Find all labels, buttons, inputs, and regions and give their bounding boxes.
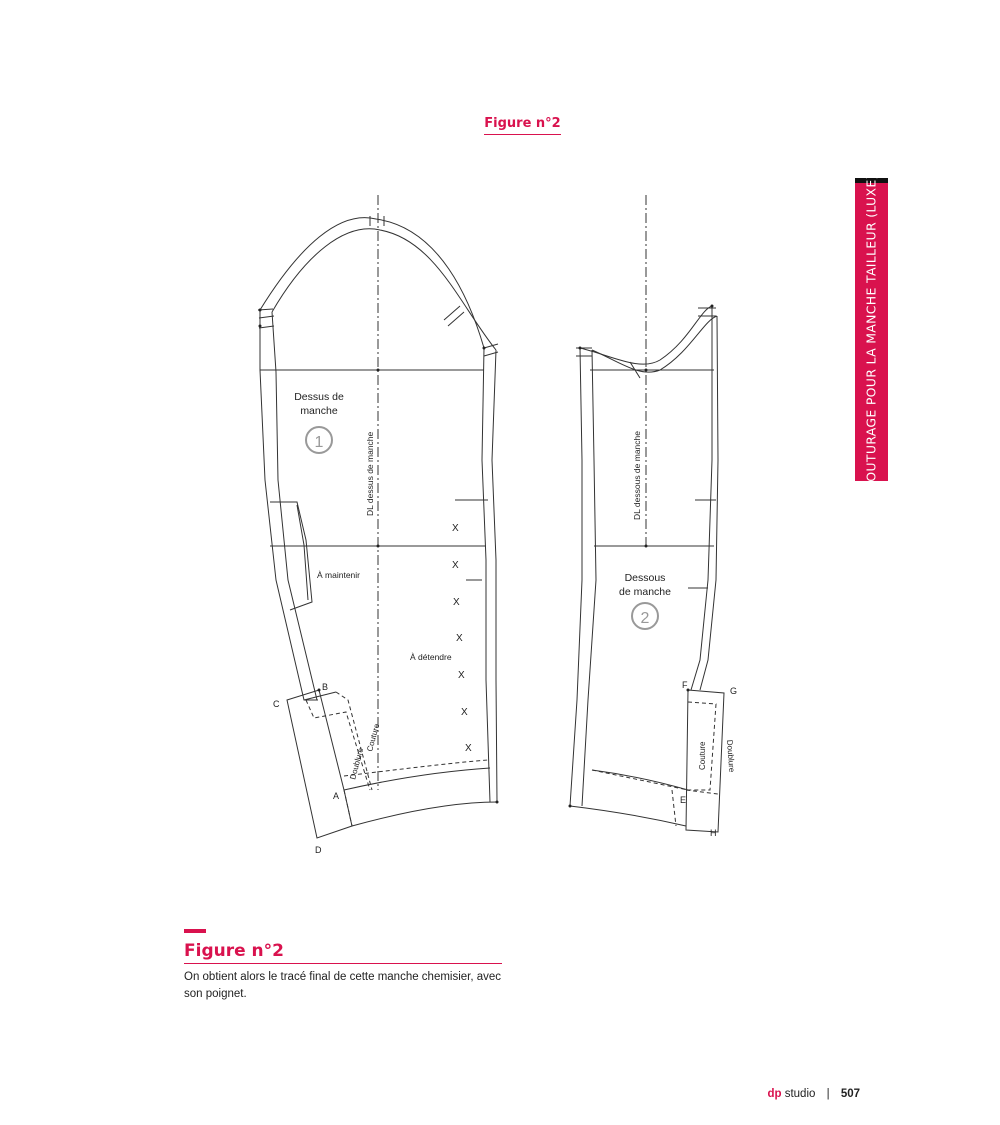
piece1-grain-label: DL dessus de manche	[365, 431, 375, 516]
point-H: H	[710, 828, 717, 838]
caption-accent-bar	[184, 929, 206, 933]
point-F: F	[682, 680, 688, 690]
page-footer: dp studio | 507	[767, 1088, 860, 1100]
figure-header: Figure n°2	[0, 116, 1000, 135]
point-D: D	[315, 845, 322, 855]
piece1-outline	[257, 216, 499, 839]
point-G: G	[730, 686, 737, 696]
piece1-number: 1	[315, 434, 324, 451]
footer-brand: dp	[767, 1088, 782, 1100]
piece1-maintain-label: À maintenir	[317, 570, 360, 580]
piece2-doublure-label: Doublure	[725, 740, 736, 774]
piece2-couture-label: Couture	[698, 741, 707, 770]
piece2-number: 2	[641, 610, 650, 627]
piece1-cross-7: X	[465, 743, 472, 754]
footer-studio: studio	[784, 1088, 816, 1100]
piece1-cross-5: X	[458, 670, 465, 681]
point-A: A	[333, 791, 339, 801]
piece1-number-circle	[305, 426, 333, 454]
point-B: B	[322, 682, 328, 692]
piece1-cross-4: X	[456, 633, 463, 644]
chapter-side-tab: COUTURAGE POUR LA MANCHE TAILLEUR (LUXE)	[855, 174, 888, 490]
piece2-number-circle	[631, 602, 659, 630]
piece1-cross-2: X	[452, 560, 459, 571]
piece1-cross-6: X	[461, 707, 468, 718]
piece1-doublure-label: Doublure	[348, 746, 365, 780]
piece1-title-line2: manche	[300, 405, 338, 417]
footer-separator: |	[826, 1088, 830, 1100]
piece2-grain-label: DL dessous de manche	[632, 431, 642, 520]
piece1-cross-1: X	[452, 523, 459, 534]
point-E: E	[680, 795, 686, 805]
caption-text: On obtient alors le tracé final de cette…	[184, 971, 502, 1000]
piece1-stretch-label: À détendre	[410, 652, 452, 662]
piece1-cross-3: X	[453, 597, 460, 608]
piece2-construction-lines	[590, 195, 719, 827]
page-number: 507	[840, 1088, 860, 1100]
pattern-corner-dots	[258, 304, 714, 808]
piece2-outline	[569, 305, 725, 833]
caption-title: Figure n°2	[184, 941, 502, 964]
piece2-title-line1: Dessous	[625, 572, 666, 584]
piece2-title-line2: de manche	[619, 586, 671, 598]
point-C: C	[273, 699, 280, 709]
piece1-couture-label: Couture	[365, 722, 381, 752]
piece1-title-line1: Dessus de	[294, 391, 344, 403]
figure-header-label: Figure n°2	[484, 116, 561, 135]
